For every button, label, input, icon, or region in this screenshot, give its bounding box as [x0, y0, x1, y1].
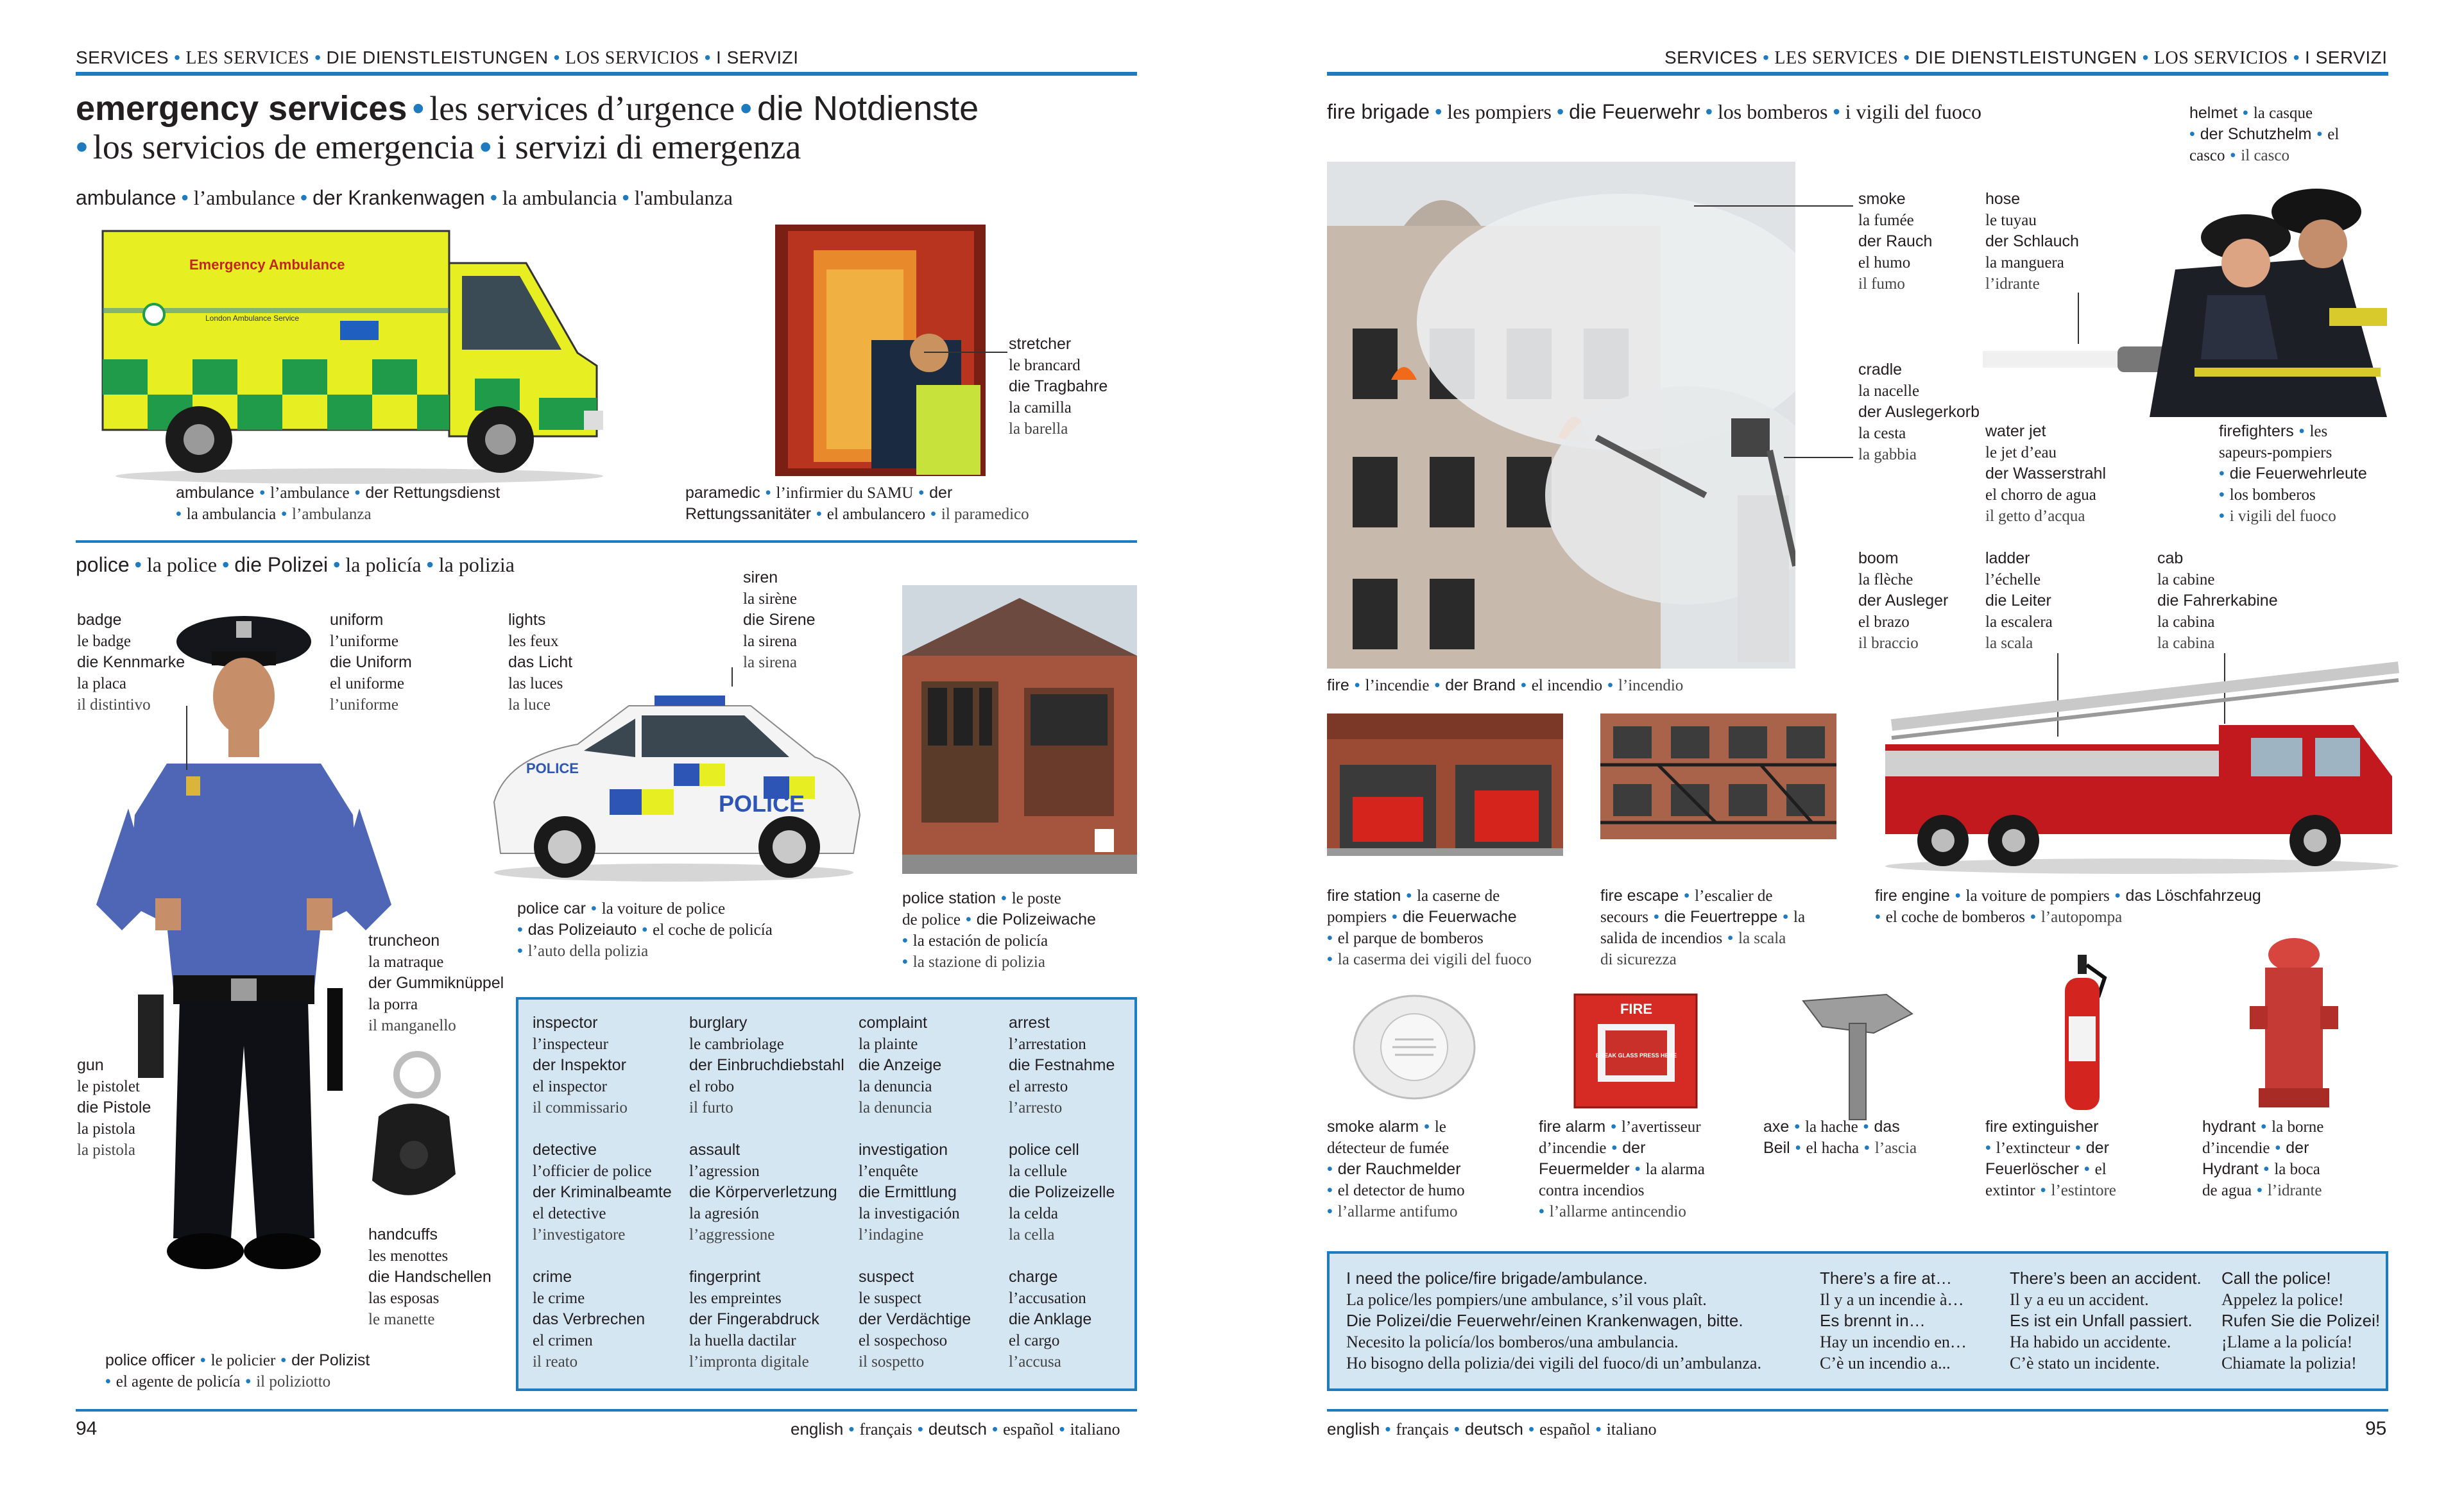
fire-escape-caption: fire escape•l’escalier de secours•die Fe… — [1600, 887, 1806, 968]
fire-escape-image — [1600, 713, 1836, 839]
burning-building-image — [1327, 162, 1795, 669]
fire-engine-image — [1885, 662, 2400, 874]
page-title: emergency services•les services d’urgenc… — [76, 89, 979, 128]
fire-alarm-glass-text: BREAK GLASS PRESS HERE — [1596, 1052, 1677, 1059]
firefighters-image — [1983, 189, 2387, 417]
police-car-side-text: POLICE — [719, 790, 805, 817]
police-station-caption: police station•le poste de police•die Po… — [902, 889, 1096, 971]
bottom-rule-right — [1327, 1409, 2388, 1412]
police-car-hood-text: POLICE — [526, 760, 579, 776]
fire-station-caption: fire station•la caserne de pompiers•die … — [1327, 887, 1532, 968]
running-head-right: SERVICES•LES SERVICES•DIE DIENSTLEISTUNG… — [1664, 47, 2388, 68]
police-rule — [76, 540, 1137, 543]
smoke-alarm-label: smoke alarm•le détecteur de fumée •der R… — [1327, 1118, 1465, 1220]
smoke-alarm-image — [1353, 995, 1476, 1100]
police-station-image — [902, 585, 1137, 874]
phrase-call-police: Call the police!Appelez la police!Rufen … — [2221, 1268, 2381, 1372]
running-head-left: SERVICES•LES SERVICES•DIE DIENSTLEISTUNG… — [76, 47, 799, 68]
fire-caption: fire•l’incendie•der Brand•el incendio•l’… — [1327, 676, 1684, 694]
fire-alarm-image: FIRE BREAK GLASS PRESS HERE — [1573, 993, 1698, 1109]
helmet-label: helmet•la casque •der Schutzhelm•el casc… — [2189, 104, 2340, 164]
phrase-fire-at: There’s a fire at…Il y a un incendie à…E… — [1820, 1268, 1967, 1372]
police-car-caption: police car•la voiture de police •das Pol… — [517, 900, 773, 960]
fire-alarm-sign-text: FIRE — [1620, 1001, 1652, 1017]
smoke-leader — [1694, 205, 1853, 207]
axe-label: axe•la hache•das Beil•el hacha•l’ascia — [1763, 1118, 1917, 1157]
bottom-rule-left — [76, 1409, 1137, 1412]
badge-leader — [186, 706, 187, 770]
ambulance-sign: Emergency Ambulance — [189, 257, 345, 273]
top-rule-right — [1327, 72, 2388, 76]
top-rule-left — [76, 72, 1137, 76]
language-footer-left: english•français•deutsch•español•italian… — [791, 1419, 1120, 1439]
ambulance-caption: ambulance•l’ambulance•der Rettungsdienst… — [176, 484, 501, 523]
paramedic-image — [775, 225, 986, 476]
handcuffs-image — [372, 1051, 456, 1195]
siren-leader — [732, 667, 733, 687]
ambulance-heading: ambulance•l’ambulance•der Krankenwagen•l… — [76, 186, 733, 209]
phrase-need-help: I need the police/fire brigade/ambulance… — [1346, 1268, 1761, 1372]
hose-leader — [2078, 293, 2079, 344]
police-officer-caption: police officer•le policier•der Polizist … — [105, 1351, 370, 1390]
phrase-accident: There’s been an accident.Il y a eu un ac… — [2010, 1268, 2202, 1372]
police-heading: police•la police•die Polizei•la policía•… — [76, 553, 515, 576]
fire-engine-caption: fire engine•la voiture de pompiers•das L… — [1875, 887, 2261, 926]
page-number-right: 95 — [2365, 1418, 2387, 1439]
hydrant-image — [2250, 938, 2338, 1107]
page-number-left: 94 — [76, 1418, 98, 1439]
stretcher-leader — [924, 352, 1007, 353]
police-officer-image — [96, 616, 391, 1269]
page-title-line2: •los servicios de emergencia•i servizi d… — [76, 128, 801, 166]
fire-brigade-heading: fire brigade•les pompiers•die Feuerwehr•… — [1327, 100, 1982, 123]
paramedic-caption: paramedic•l’infirmier du SAMU•der Rettun… — [685, 484, 1029, 523]
fire-alarm-label: fire alarm•l’avertisseur d’incendie•der … — [1539, 1118, 1705, 1220]
ambulance-image: Emergency Ambulance London Ambulance Ser… — [101, 230, 603, 484]
ambulance-service-text: London Ambulance Service — [205, 314, 299, 323]
axe-image — [1802, 993, 1913, 1120]
fire-extinguisher-label: fire extinguisher •l’extincteur•der Feue… — [1985, 1118, 2116, 1199]
phrases-box — [1327, 1251, 2388, 1391]
fire-station-image — [1327, 713, 1563, 856]
ladder-leader — [2057, 653, 2058, 737]
language-footer-right: english•français•deutsch•español•italian… — [1327, 1419, 1657, 1439]
cradle-leader — [1784, 457, 1853, 458]
police-vocabulary-box — [516, 997, 1137, 1391]
police-car-image: POLICE POLICE — [493, 696, 861, 882]
firefighters-label: firefighters•les sapeurs-pompiers •die F… — [2219, 422, 2367, 525]
hydrant-label: hydrant•la borne d’incendie•der Hydrant•… — [2202, 1118, 2324, 1199]
fire-extinguisher-image — [2065, 955, 2107, 1110]
